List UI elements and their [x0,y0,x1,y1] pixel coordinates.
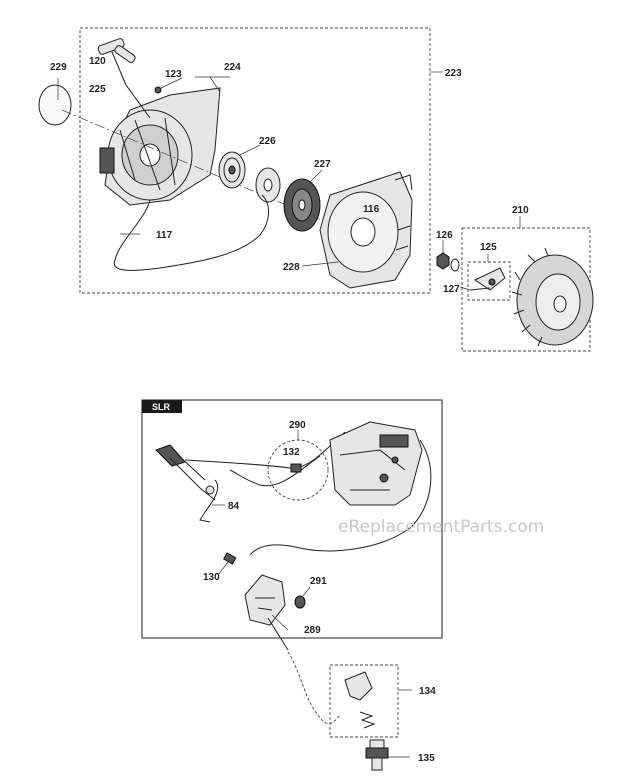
starter-handle [97,38,151,119]
starter-cord-117 [113,194,269,271]
fan-housing-228 [301,171,413,289]
switch-289 [244,574,289,651]
cover-housing [329,421,423,506]
spark-plug-135 [365,739,410,771]
rod-84 [199,479,225,523]
callout-229: 229 [50,62,67,73]
callout-210: 210 [512,205,529,216]
callout-132: 132 [283,447,300,458]
callout-289: 289 [304,625,321,636]
callout-117: 117 [156,230,173,241]
screw-130 [217,552,237,576]
callout-130: 130 [203,572,220,583]
pulley-227 [283,169,323,232]
flywheel-box [461,227,591,352]
assembly-223-box [79,27,431,294]
spark-plug-cap [344,671,376,729]
slr-badge [142,400,182,413]
cap-229 [38,78,72,126]
callout-291: 291 [310,576,327,587]
callout-120: 120 [89,56,106,67]
callout-223: 223 [445,68,462,79]
callout-225: 225 [89,84,106,95]
pulley-disc [255,167,281,203]
recoil-spring-226 [218,144,261,189]
clutch-125-box [467,254,511,301]
throttle-cable [184,431,346,469]
ht-lead-dashed [287,651,341,725]
washer [450,258,460,272]
callout-135: 135 [418,753,435,764]
lever-bracket [155,444,216,501]
slr-badge-label: SLR [152,402,171,412]
callout-126: 126 [436,230,453,241]
callout-290: 290 [289,420,306,431]
callout-127: 127 [443,284,460,295]
callout-228: 228 [283,262,300,273]
callout-125: 125 [480,242,497,253]
slr-panel [141,399,443,639]
watermark: eReplacementParts.com [338,517,544,537]
nut-126 [436,240,450,270]
callout-84: 84 [228,501,240,512]
screw-123 [154,77,183,94]
callout-123: 123 [165,69,182,80]
callout-227: 227 [314,159,331,170]
callout-226: 226 [259,136,276,147]
callout-116: 116 [363,204,380,215]
callout-224: 224 [224,62,241,73]
ignition-wire [249,439,432,556]
callout-134: 134 [419,686,436,697]
grommet-132 [290,463,302,473]
flywheel [511,247,594,347]
washer-291 [294,586,311,609]
starter-housing [99,87,221,206]
screw-127 [459,286,491,291]
